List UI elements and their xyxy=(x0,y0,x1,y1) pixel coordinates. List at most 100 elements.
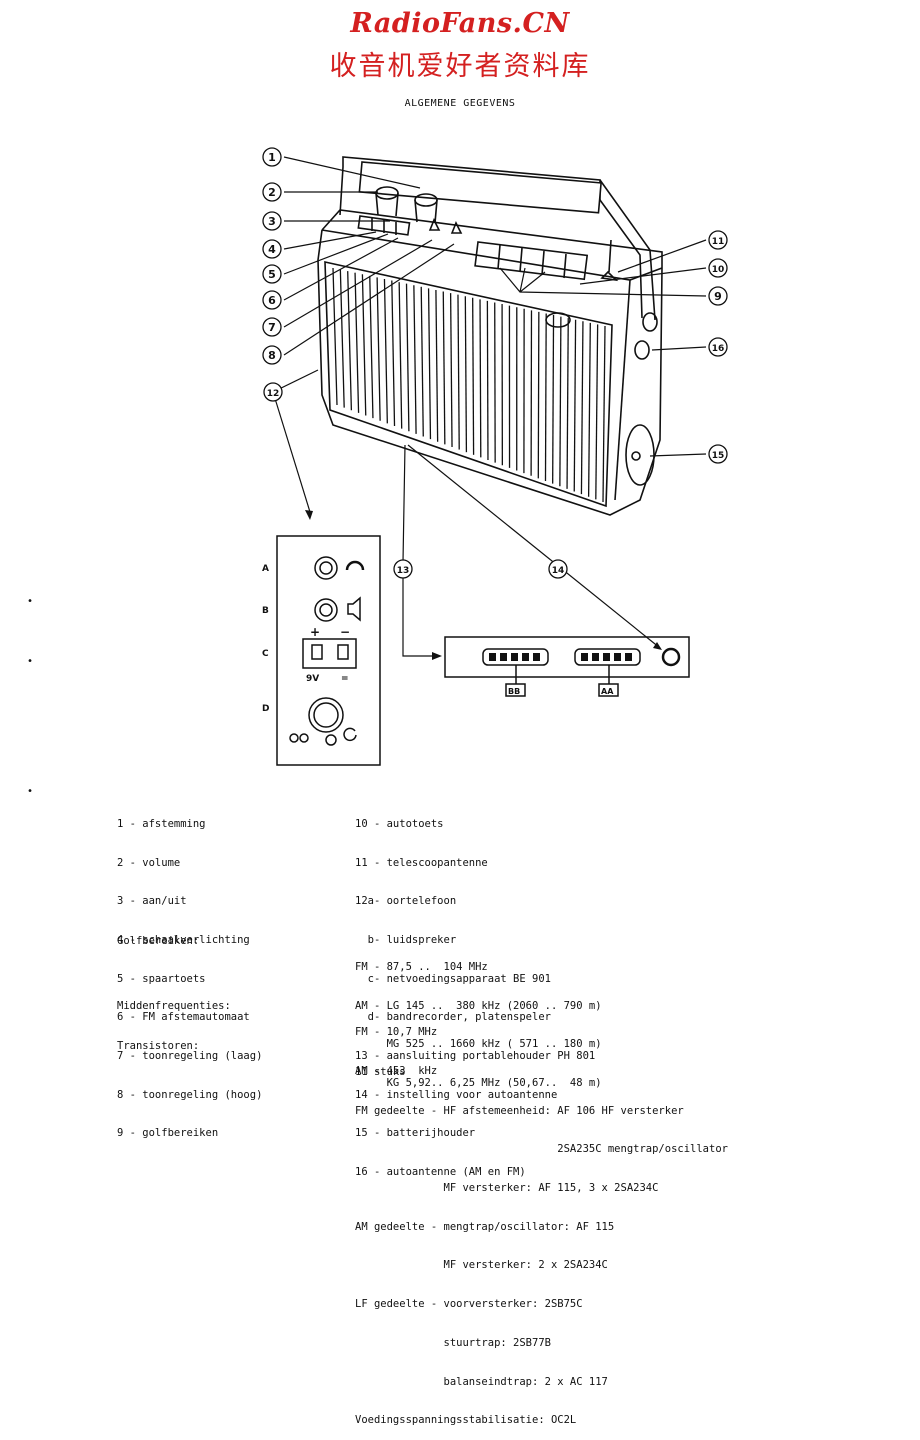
grille-slat xyxy=(487,301,488,460)
callout-8: 8 xyxy=(263,346,281,364)
callout-label: 9 xyxy=(714,290,722,303)
socket-label-bb: BB xyxy=(508,687,520,696)
grille-slat xyxy=(340,270,344,408)
legend-item: 3 - aan/uit xyxy=(117,895,262,908)
grille-slat xyxy=(399,282,402,428)
margin-dot: • xyxy=(27,786,33,797)
grille-slat xyxy=(567,318,568,489)
grille-slat xyxy=(333,268,337,405)
socket-pin xyxy=(625,653,632,661)
panel-row-b: B xyxy=(262,606,269,616)
grille-slat xyxy=(574,320,575,492)
battery-voltage: 9V xyxy=(306,674,319,684)
grille-slat xyxy=(392,281,395,426)
callout-label: 15 xyxy=(712,451,725,461)
grille-slat xyxy=(362,274,365,415)
grille-slat xyxy=(436,290,438,442)
grille-slat xyxy=(429,288,431,439)
callout-10: 10 xyxy=(709,259,727,277)
spec-line: 2SA235C mengtrap/oscillator xyxy=(355,1143,728,1156)
legend-item: 10 - autotoets xyxy=(355,818,595,831)
legend-item: 2 - volume xyxy=(117,857,262,870)
grille-slat xyxy=(458,295,459,450)
grille-slat xyxy=(553,315,554,484)
grille-slat xyxy=(480,299,481,457)
callout-6: 6 xyxy=(263,291,281,309)
callout-9: 9 xyxy=(709,287,727,305)
callout-label: 8 xyxy=(268,349,276,362)
legend-item: 12a- oortelefoon xyxy=(355,895,595,908)
callout-label: 13 xyxy=(397,566,410,576)
grille-slat xyxy=(414,285,416,434)
legend-item: 9 - golfbereiken xyxy=(117,1127,262,1140)
spec-line: FM - 10,7 MHz xyxy=(355,1026,437,1039)
legend-item: 6 - FM afstemautomaat xyxy=(117,1011,262,1024)
panel-row-d: D xyxy=(262,704,269,714)
socket-pin xyxy=(603,653,610,661)
callout-16: 16 xyxy=(709,338,727,356)
callout-2: 2 xyxy=(263,183,281,201)
spec-line: MF versterker: AF 115, 3 x 2SA234C xyxy=(355,1182,728,1195)
socket-pin xyxy=(533,653,540,661)
grille-slat xyxy=(384,279,387,423)
grille-slat xyxy=(473,298,474,455)
legend-item: 5 - spaartoets xyxy=(117,973,262,986)
grille-slat xyxy=(603,326,605,502)
callout-4: 4 xyxy=(263,240,281,258)
spec-line: LF gedeelte - voorversterker: 2SB75C xyxy=(355,1298,728,1311)
grille-slat xyxy=(348,271,352,410)
spec-label-middenfrequenties: Middenfrequenties: xyxy=(117,1000,231,1012)
legend-item: 8 - toonregeling (hoog) xyxy=(117,1089,262,1102)
grille-slat xyxy=(355,273,359,413)
spec-line: MF versterker: 2 x 2SA234C xyxy=(355,1259,728,1272)
callout-label: 12 xyxy=(267,389,280,399)
panel-row-c: C xyxy=(262,649,269,659)
callout-label: 14 xyxy=(552,566,565,576)
panel-row-a: A xyxy=(262,564,269,574)
socket-pin xyxy=(581,653,588,661)
spec-line: stuurtrap: 2SB77B xyxy=(355,1337,728,1350)
callout-13: 13 xyxy=(394,560,412,578)
spec-transistoren: 11 stuks FM gedeelte - HF afstemeenheid:… xyxy=(355,1040,728,1440)
spec-line: FM gedeelte - HF afstemeenheid: AF 106 H… xyxy=(355,1105,728,1118)
socket-pin xyxy=(614,653,621,661)
legend-item: 1 - afstemming xyxy=(117,818,262,831)
grille-slat xyxy=(443,292,445,445)
grille-slat xyxy=(560,317,561,487)
socket-pin xyxy=(522,653,529,661)
spec-label-transistoren: Transistoren: xyxy=(117,1040,199,1052)
callout-label: 1 xyxy=(268,151,276,164)
callout-label: 5 xyxy=(268,268,276,281)
callout-7: 7 xyxy=(263,318,281,336)
callout-label: 6 xyxy=(268,294,276,307)
battery-minus: − xyxy=(340,625,350,639)
grille-slat xyxy=(581,321,583,494)
callout-label: 3 xyxy=(268,215,276,228)
grille-slat xyxy=(589,323,591,497)
socket-pin xyxy=(489,653,496,661)
grille-slat xyxy=(538,312,539,479)
callout-label: 7 xyxy=(268,321,276,334)
callout-5: 5 xyxy=(263,265,281,283)
callout-label: 11 xyxy=(712,237,725,247)
grille-slat xyxy=(451,293,452,447)
callout-14: 14 xyxy=(549,560,567,578)
callout-label: 2 xyxy=(268,186,276,199)
callout-11: 11 xyxy=(709,231,727,249)
socket-label-aa: AA xyxy=(601,687,614,696)
margin-dot: • xyxy=(27,596,33,607)
callout-12: 12 xyxy=(264,383,282,401)
socket-pin xyxy=(500,653,507,661)
legend-item: 11 - telescoopantenne xyxy=(355,857,595,870)
callout-15: 15 xyxy=(709,445,727,463)
spec-label-golfbereiken: Golfbereiken: xyxy=(117,935,199,947)
battery-plus: + xyxy=(310,625,320,639)
grille-slat xyxy=(421,287,423,437)
grille-slat xyxy=(596,324,598,499)
margin-dot: • xyxy=(27,656,33,667)
callout-1: 1 xyxy=(263,148,281,166)
callout-3: 3 xyxy=(263,212,281,230)
spec-line: AM gedeelte - mengtrap/oscillator: AF 11… xyxy=(355,1221,728,1234)
spec-line: FM - 87,5 .. 104 MHz xyxy=(355,961,602,974)
